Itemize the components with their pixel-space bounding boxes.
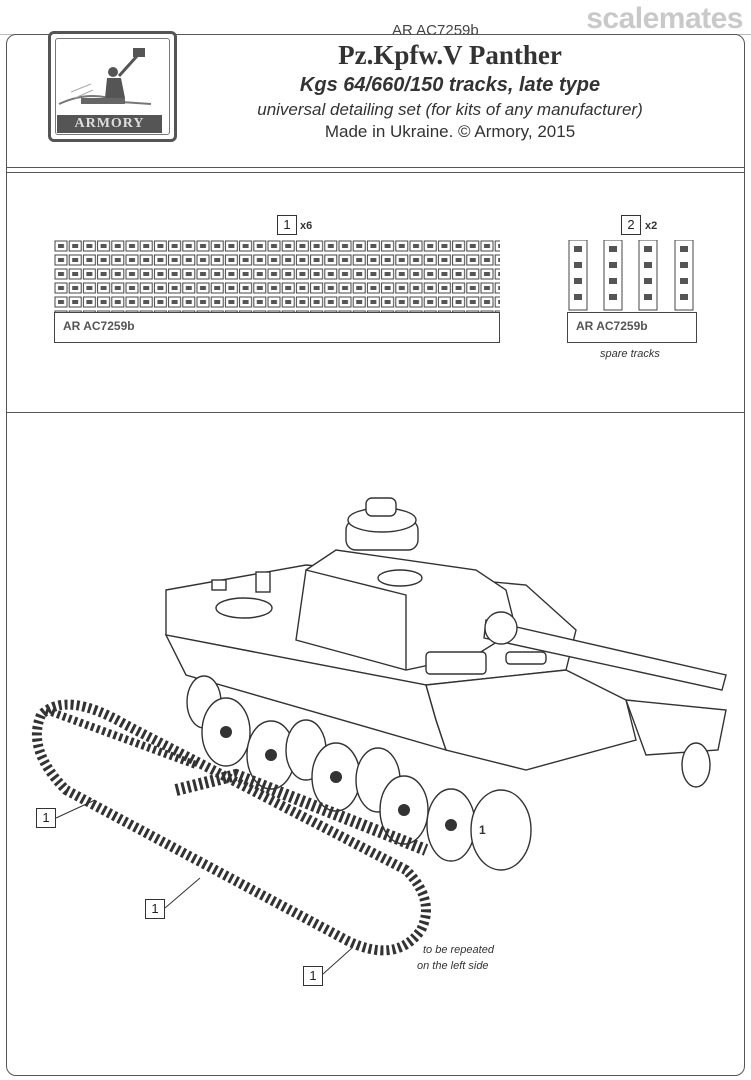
sprocket-callout: 1 bbox=[479, 823, 486, 837]
panther-tank-drawing bbox=[31, 497, 727, 956]
sprue-1-label: AR AC7259b bbox=[63, 319, 135, 333]
track-callout-1: 1 bbox=[36, 808, 56, 828]
top-bar: AR AC7259b scalemates bbox=[0, 0, 751, 39]
logo-word: ARMORY bbox=[57, 115, 162, 133]
page-title: Pz.Kpfw.V Panther bbox=[338, 40, 562, 70]
repeat-note-line1: to be repeated bbox=[423, 944, 494, 956]
track-callout-3: 1 bbox=[303, 966, 323, 986]
section-divider bbox=[6, 412, 745, 413]
armory-logo: ARMORY bbox=[48, 31, 177, 142]
sprue-2-frame bbox=[567, 312, 697, 343]
spare-tracks-note: spare tracks bbox=[600, 348, 660, 360]
part-2-quantity: x2 bbox=[645, 220, 658, 232]
part-number-2: 2 bbox=[621, 215, 641, 235]
track-links-sprue-1 bbox=[54, 240, 500, 312]
track-callout-2: 1 bbox=[145, 899, 165, 919]
blacksmith-icon bbox=[58, 48, 152, 105]
sprue-1-frame bbox=[54, 312, 500, 343]
copyright-line: Made in Ukraine. © Armory, 2015 bbox=[324, 122, 576, 141]
track-links-sprue-2 bbox=[568, 240, 694, 311]
part-1-quantity: x6 bbox=[300, 220, 313, 232]
watermark: scalemates bbox=[586, 2, 743, 35]
repeat-note-line2: on the left side bbox=[417, 960, 489, 972]
header-divider bbox=[6, 167, 745, 173]
set-description: universal detailing set (for kits of any… bbox=[257, 100, 643, 119]
part-number-1: 1 bbox=[277, 215, 297, 235]
callout-leader-lines bbox=[55, 799, 353, 975]
sprue-2-label: AR AC7259b bbox=[576, 319, 648, 333]
logo-frame bbox=[55, 38, 170, 135]
subtitle: Kgs 64/660/150 tracks, late type bbox=[299, 74, 601, 96]
